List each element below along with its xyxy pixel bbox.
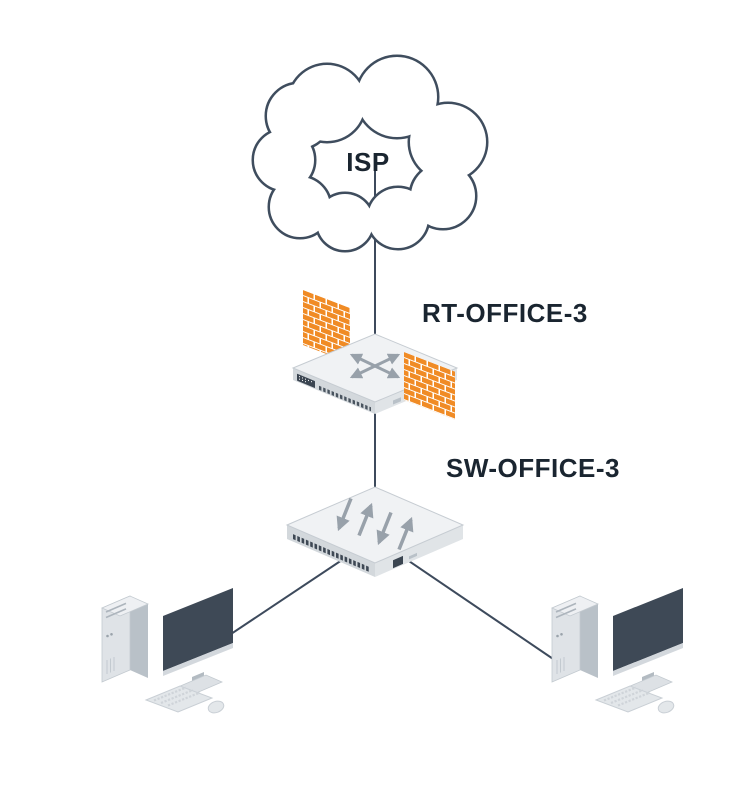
workstation-left: [100, 586, 235, 717]
switch-arrows-icon: [336, 497, 414, 551]
isp-cloud-node: ISP: [251, 54, 489, 253]
firewall-wall-back-icon: [303, 290, 350, 364]
router-firewall-node: RT-OFFICE-3: [291, 290, 588, 420]
cloud-icon: [251, 54, 489, 253]
switch-label: SW-OFFICE-3: [446, 453, 620, 483]
switch-node: SW-OFFICE-3: [285, 453, 620, 577]
isp-label: ISP: [346, 147, 389, 177]
switch-icon: [285, 486, 465, 577]
workstation-right: [550, 586, 685, 717]
router-label: RT-OFFICE-3: [422, 298, 588, 328]
router-arrows-icon: [349, 353, 401, 379]
firewall-wall-front-icon: [404, 352, 455, 420]
